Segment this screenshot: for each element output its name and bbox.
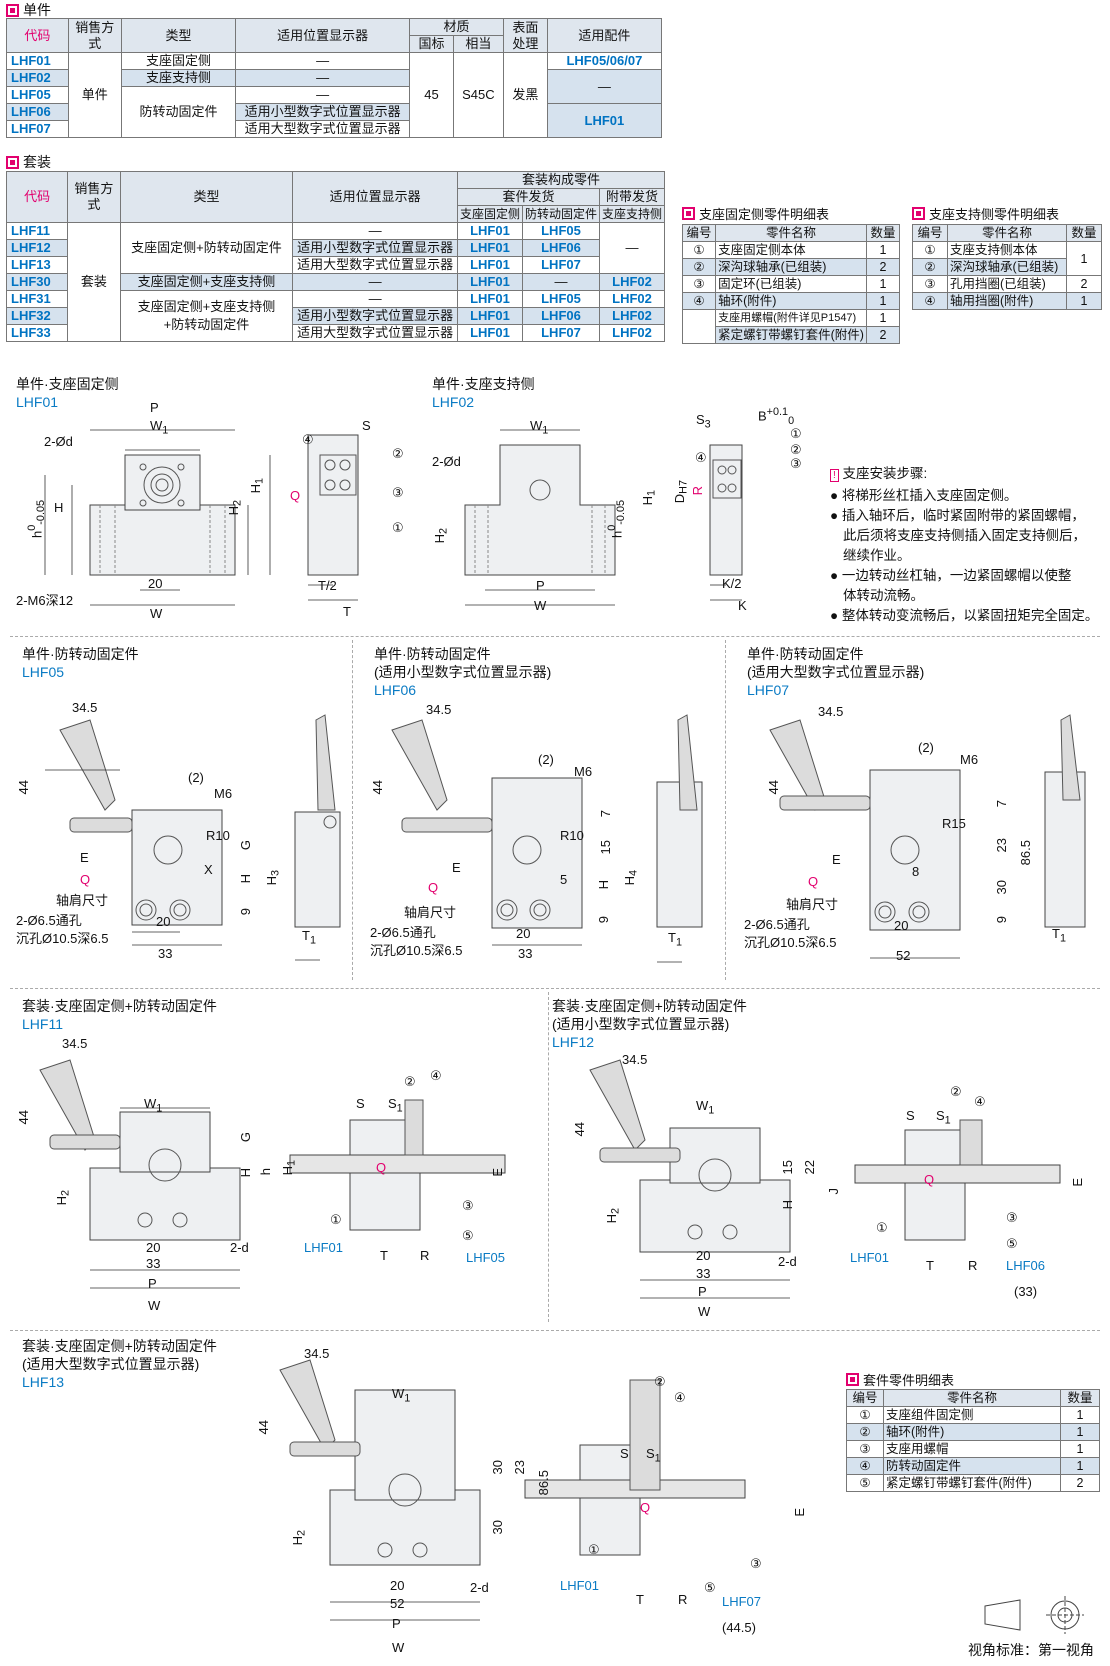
col-sales: 销售方式: [67, 18, 122, 53]
drawing-lhf06: [391, 714, 703, 963]
drawing-code-lhf07: LHF07: [747, 682, 790, 698]
single-section-title: 单件: [6, 0, 51, 20]
table-row: LHF05 防转动固定件 —: [6, 86, 662, 138]
drawing-lhf12: [589, 1059, 1061, 1299]
drawing-title-lhf11: 套装·支座固定侧+防转动固定件: [22, 998, 217, 1014]
col-material: 材质: [409, 18, 504, 36]
drawing-title-lhf13: 套装·支座固定侧+防转动固定件: [22, 1338, 217, 1354]
section-marker-icon: [6, 3, 19, 17]
divider: [10, 1330, 1100, 1331]
divider: [10, 988, 1100, 989]
drawing-lhf01: [44, 429, 359, 606]
section-marker-icon: [6, 155, 19, 169]
col-display: 适用位置显示器: [235, 18, 411, 53]
view-standard: 视角标准：第一视角: [968, 1642, 1094, 1658]
set-section-title: 套装: [6, 152, 51, 172]
col-surface: 表面处理: [502, 18, 548, 53]
first-angle-projection-icon: [984, 1596, 1084, 1634]
divider: [352, 640, 353, 980]
table-row: LHF01 单件 支座固定侧 — 45 S45C 发黑 LHF05/06/07: [6, 52, 663, 138]
drawing-code-lhf05: LHF05: [22, 664, 65, 680]
table-row: LHF12 适用小型数字式位置显示器 LHF01 LHF06: [5, 239, 665, 257]
col-code: 代码: [6, 18, 69, 53]
drawing-lhf11: [39, 1059, 506, 1289]
drawing-lhf07: [769, 714, 1086, 959]
table-row: LHF13 适用大型数字式位置显示器 LHF01 LHF07: [5, 256, 665, 274]
drawing-title-lhf01: 单件·支座固定侧: [16, 376, 119, 392]
col-parts: 适用配件: [546, 18, 663, 53]
table-row: LHF30 支座固定侧+支座支持侧 — LHF01 — LHF02: [5, 273, 666, 291]
fixed-parts-title: 支座固定侧零件明细表: [682, 204, 829, 223]
drawing-code-lhf12: LHF12: [552, 1034, 595, 1050]
drawing-title-lhf12: 套装·支座固定侧+防转动固定件: [552, 998, 747, 1014]
col-type: 类型: [120, 18, 237, 53]
section-marker-icon: [682, 207, 695, 220]
drawing-lhf13: [279, 1359, 746, 1621]
set-table: 代码 销售方式 类型 适用位置显示器 套装构成零件 套件发货 附带发货 支座固定…: [5, 171, 666, 342]
section-marker-icon: [912, 207, 925, 220]
single-table: 代码 销售方式 类型 适用位置显示器 材质 表面处理 适用配件 国标 相当 LH…: [6, 18, 663, 138]
install-steps: ! 支座安装步骤: ● 将梯形丝杠插入支座固定侧。 ● 插入轴环后，临时紧固附带…: [830, 466, 1099, 623]
kit-parts-title: 套件零件明细表: [846, 1370, 954, 1389]
divider: [548, 992, 549, 1322]
drawing-lhf02: [464, 429, 743, 606]
support-parts-title: 支座支持侧零件明细表: [912, 204, 1059, 223]
drawing-code-lhf11: LHF11: [22, 1016, 63, 1032]
drawing-code-lhf01: LHF01: [16, 394, 59, 410]
table-row: LHF06 适用小型数字式位置显示器 LHF01: [6, 103, 663, 138]
drawing-code-lhf06: LHF06: [374, 682, 417, 698]
table-row: LHF32 适用小型数字式位置显示器 LHF01 LHF06 LHF02: [5, 307, 666, 325]
table-row: LHF11 套装 支座固定侧+防转动固定件 — LHF01 LHF05 —: [5, 222, 666, 342]
table-row: LHF31 支座固定侧+支座支持侧+防转动固定件 — LHF01 LHF05 L…: [5, 290, 666, 342]
table-row: LHF33 适用大型数字式位置显示器 LHF01 LHF07 LHF02: [5, 324, 666, 342]
section-marker-icon: [846, 1373, 859, 1386]
drawing-title-lhf07: 单件·防转动固定件: [747, 646, 864, 662]
drawing-title-lhf06: 单件·防转动固定件: [374, 646, 491, 662]
col-mat-eq: 相当: [452, 35, 504, 53]
drawing-lhf05: [45, 714, 341, 961]
divider: [725, 640, 726, 980]
drawing-title-lhf05: 单件·防转动固定件: [22, 646, 139, 662]
table-row: LHF07 适用大型数字式位置显示器: [6, 120, 662, 138]
divider: [10, 636, 1100, 637]
col-mat-std: 国标: [409, 35, 454, 53]
drawing-code-lhf02: LHF02: [432, 394, 475, 410]
table-row: 支座用螺帽(附件详见P1547)1: [681, 309, 901, 327]
drawing-title-lhf02: 单件·支座支持侧: [432, 376, 535, 392]
table-row: 紧定螺钉带螺钉套件(附件)2: [681, 326, 901, 344]
drawing-code-lhf13: LHF13: [22, 1374, 65, 1390]
